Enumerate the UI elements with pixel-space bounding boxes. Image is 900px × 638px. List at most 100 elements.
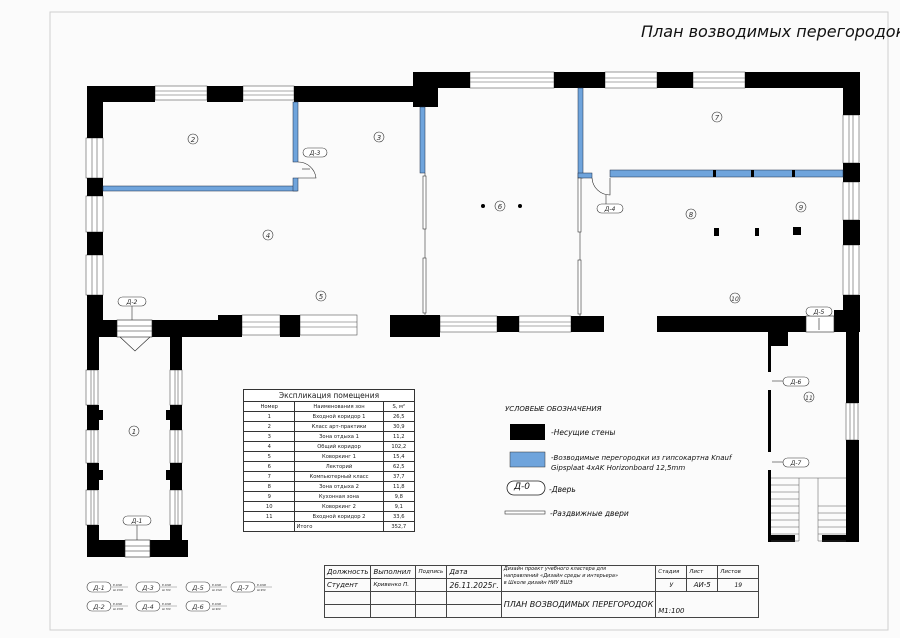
schedule-height: В 2000 [212, 602, 222, 606]
stamp-sheets: 19 [717, 578, 760, 592]
cell-number: 3 [242, 431, 296, 442]
room-marker-7 [711, 111, 723, 123]
schedule-height: В 2000 [257, 583, 267, 587]
schedule-height: В 2000 [113, 583, 123, 587]
sheet-frame [49, 11, 889, 631]
door-tag-d4: Д-4 [604, 206, 616, 213]
new-partitions [102, 87, 844, 192]
schedule-label: Д-2 [92, 603, 105, 611]
schedule-height: В 2000 [162, 583, 172, 587]
legend-sliding: -Раздвижные двери [550, 509, 629, 518]
legend-wall-swatch [510, 424, 545, 440]
legend-sliding-symbol [504, 510, 546, 515]
schedule-width: Ш 700 [162, 607, 171, 611]
cell-number: 2 [242, 421, 296, 432]
room-numbers: 1 2 3 4 5 6 7 8 9 10 11 [132, 114, 813, 436]
stamp-date-header: Дата [446, 565, 502, 579]
cell-area: 30,9 [382, 421, 416, 432]
cell-area: 11,2 [382, 431, 416, 442]
stamp-position-header: Должность [323, 565, 372, 579]
stamp-project-line1: Дизайн проект учебного кластера для [503, 566, 607, 572]
cell-area: 33,6 [382, 511, 416, 522]
door-tag-d6: Д-6 [790, 379, 802, 386]
stamp-project-line2: направлений «Дизайн среды и интерьера» [503, 573, 619, 579]
stamp-sheet-header: Лист [686, 565, 719, 579]
staircase [771, 477, 846, 542]
stamp-stage-header: Стадия [655, 565, 688, 579]
stamp-sign-header: Подпись [415, 565, 448, 579]
room-number: 5 [319, 293, 324, 301]
cell-area: 9,8 [382, 491, 416, 502]
legend-door-symbol [506, 480, 546, 496]
room-marker-8 [685, 208, 697, 220]
cell-area: 37,7 [382, 471, 416, 482]
schedule-height: В 2000 [162, 602, 172, 606]
cell-zone-name: Входной коридор 2 [294, 511, 384, 522]
legend-title: УСЛОВЕЫЕ ОБОЗНАЧЕНИЯ [505, 405, 602, 413]
total-label: Итого [294, 521, 384, 532]
room-marker-1 [128, 425, 140, 437]
stamp-project: Дизайн проект учебного кластера для напр… [500, 565, 657, 592]
room-number: 9 [799, 204, 804, 212]
cell-zone-name: Кухонная зона [294, 491, 384, 502]
room-markers [128, 111, 815, 437]
stamp-scale: М1:100 [655, 591, 760, 618]
schedule-width: Ш 1540 [212, 588, 223, 592]
schedule-width: Ш 950 [257, 588, 266, 592]
stamp-sheet-title: ПЛАН ВОЗВОДИМЫХ ПЕРЕГОРОДОК [500, 591, 657, 618]
stamp-sheet: АИ-5 [686, 578, 719, 592]
room-number: 1 [132, 428, 136, 436]
cell-number: 4 [242, 441, 296, 452]
sheet-title: План возводимых перегородок [641, 22, 900, 41]
schedule-height: В 2000 [212, 583, 222, 587]
legend-door: -Дверь [549, 485, 576, 494]
cell-zone-name: Коворкинг 2 [294, 501, 384, 512]
explication-total-row: Итого 352,7 [242, 521, 416, 532]
door-tag-d1: Д-1 [131, 518, 143, 525]
cell-number: 11 [242, 511, 296, 522]
room-marker-6 [494, 200, 506, 212]
explication-title: Экспликация помещения [243, 389, 415, 402]
stamp-sheets-header: Листов [717, 565, 760, 579]
legend-partition-2: Gipsplaat 4xAK Horizonboard 12,5mm [551, 464, 686, 472]
schedule-label: Д-6 [191, 603, 204, 611]
stamp-position: Студент [323, 578, 372, 592]
cell-area: 62,5 [382, 461, 416, 472]
sliding-doors [422, 173, 582, 316]
schedule-height: В 2000 [113, 602, 123, 606]
room-number: 8 [689, 211, 694, 219]
cell-zone-name: Коворкинг 1 [294, 451, 384, 462]
door-tag-d7: Д-7 [790, 460, 802, 467]
schedule-label: Д-7 [236, 584, 249, 592]
cell-area: 15,4 [382, 451, 416, 462]
cell-number: 8 [242, 481, 296, 492]
schedule-label: Д-3 [141, 584, 154, 592]
room-number: 6 [498, 203, 503, 211]
schedule-width: Ш 1530 [113, 588, 124, 592]
legend-partition-swatch [509, 451, 546, 468]
cell-number: 9 [242, 491, 296, 502]
windows [85, 71, 860, 526]
load-bearing-walls [87, 72, 860, 557]
door-schedule-tags [86, 581, 256, 612]
cell-area: 102,2 [382, 441, 416, 452]
cell-zone-name: Компьютерный класс [294, 471, 384, 482]
legend-door-symbol-label: Д-0 [514, 482, 531, 492]
cell-number: 10 [242, 501, 296, 512]
stamp-done: Кривенко П. [370, 578, 417, 592]
col-header: Номер [242, 401, 296, 412]
schedule-width: Ш 700 [162, 588, 171, 592]
door-schedule-fraction-lines [112, 586, 272, 607]
schedule-label: Д-5 [191, 584, 204, 592]
room-number: 11 [805, 395, 813, 402]
room-number: 4 [266, 232, 270, 240]
